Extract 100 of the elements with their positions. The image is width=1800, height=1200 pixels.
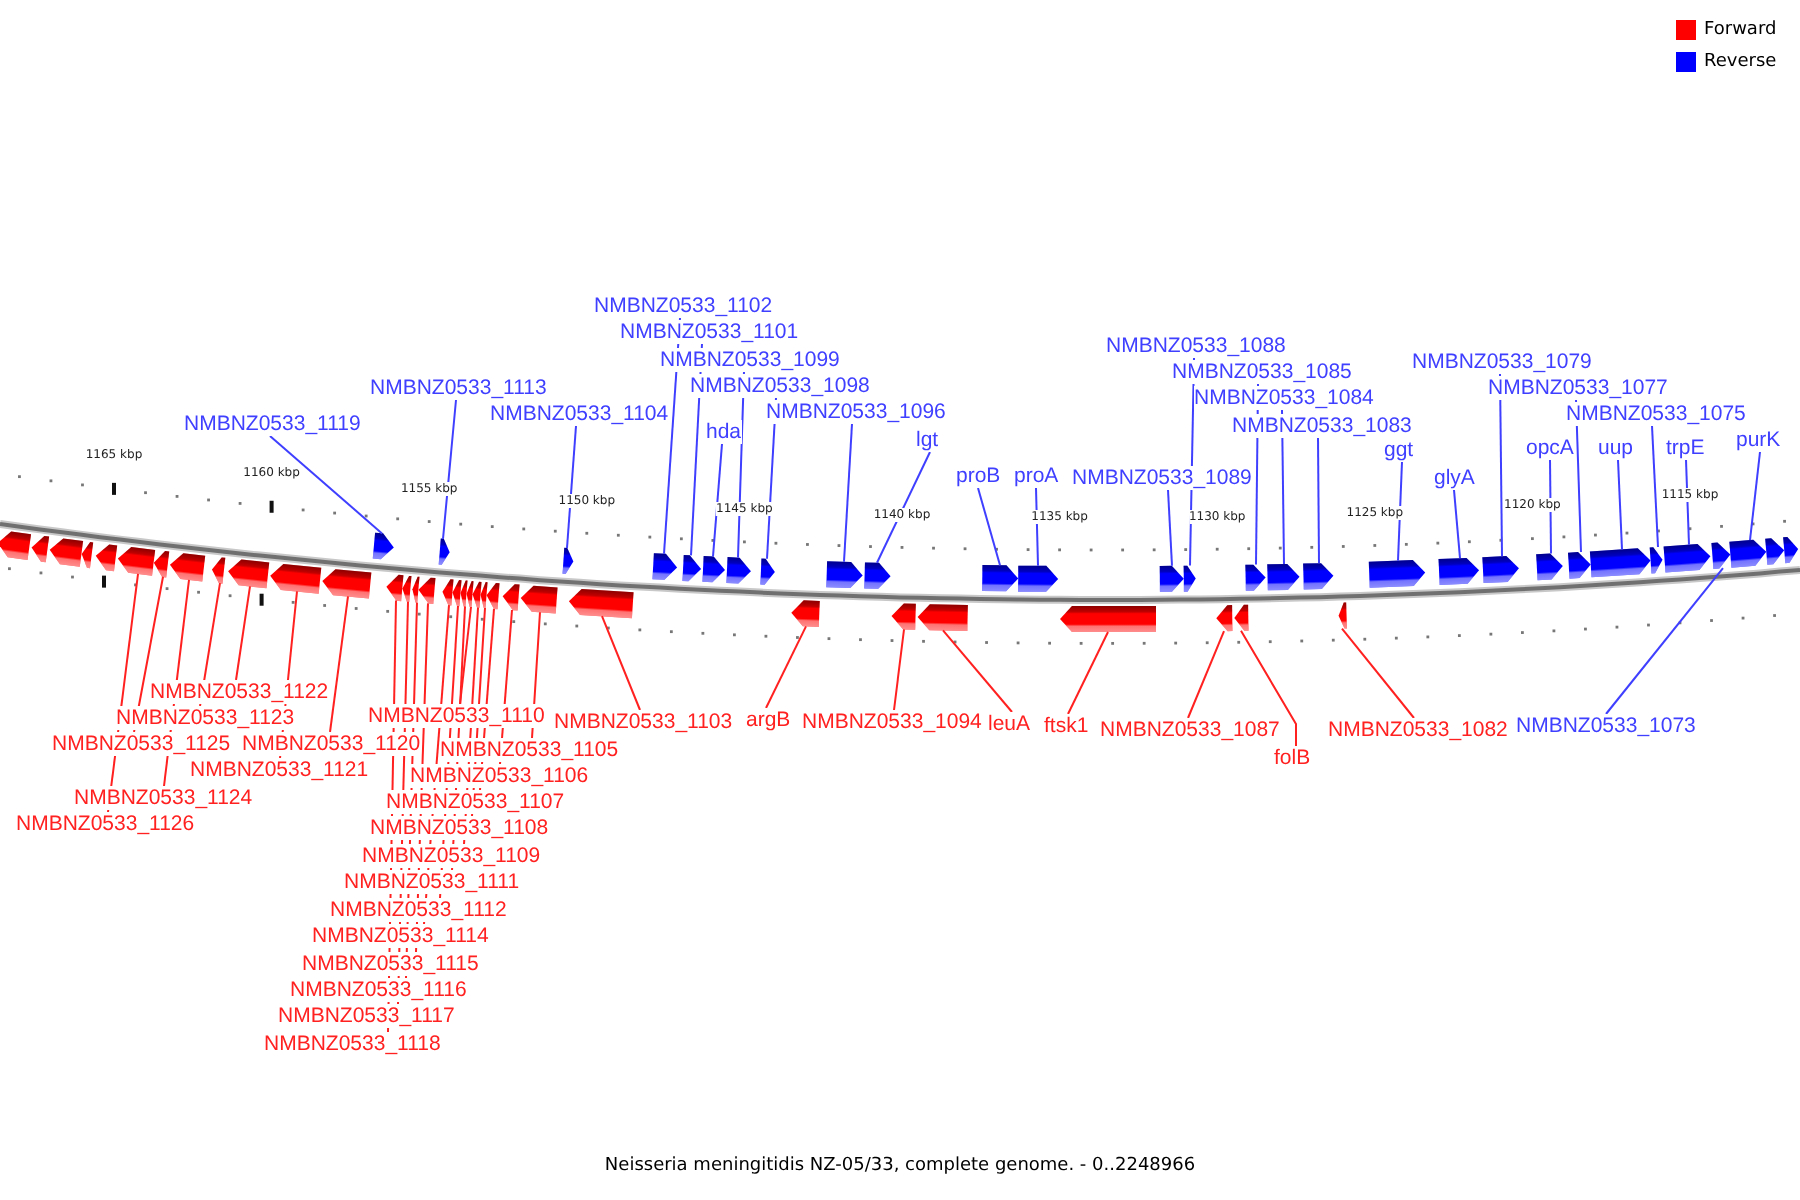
leader-line <box>1749 451 1761 542</box>
gene-block <box>1783 536 1799 564</box>
gene-label: NMBNZ0533_1115 <box>302 952 479 976</box>
gene-block <box>1060 606 1156 632</box>
gene-label: NMBNZ0533_1123 <box>116 706 295 730</box>
gene-block <box>982 564 1019 592</box>
leader-line <box>1499 373 1503 558</box>
leader-line <box>1255 383 1259 566</box>
leader-line <box>133 575 164 733</box>
gene-block <box>0 531 32 561</box>
leader-line <box>1281 409 1285 565</box>
leader-line <box>843 423 853 563</box>
gene-label: NMBNZ0533_1125 <box>52 732 231 756</box>
leader-line <box>566 425 577 549</box>
gene-label: NMBNZ0533_1088 <box>1106 334 1286 358</box>
gene-block <box>502 584 520 611</box>
gene-label: NMBNZ0533_1112 <box>330 898 507 922</box>
gene-block <box>438 538 450 565</box>
gene-block <box>442 579 454 606</box>
gene-label: folB <box>1274 746 1311 770</box>
gene-block <box>1183 565 1196 592</box>
gene-label: NMBNZ0533_1119 <box>184 412 361 436</box>
leader-line <box>1685 459 1690 546</box>
gene-block <box>1536 553 1563 581</box>
gene-label: NMBNZ0533_1101 <box>620 320 799 344</box>
gene-block <box>791 600 820 627</box>
gene-label: NMBNZ0533_1118 <box>264 1032 441 1056</box>
gene-block <box>460 580 468 607</box>
gene-block <box>418 577 436 604</box>
leader-line <box>499 609 513 765</box>
caption: Neisseria meningitidis NZ-05/33, complete genome. - 0..2248966 <box>604 1156 1196 1176</box>
gene-block <box>1159 565 1184 592</box>
gene-block <box>95 544 118 572</box>
gene-label: NMBNZ0533_1104 <box>490 402 669 426</box>
gene-label: opcA <box>1526 436 1574 460</box>
gene-block <box>652 553 678 580</box>
gene-label: proB <box>956 464 1001 488</box>
legend-label: Forward <box>1704 18 1777 42</box>
gene-label: NMBNZ0533_1116 <box>290 978 467 1002</box>
gene-label: NMBNZ0533_1107 <box>386 790 565 814</box>
gene-label: hda <box>706 420 742 444</box>
gene-label: NMBNZ0533_1126 <box>16 812 195 836</box>
leader-line <box>766 397 777 560</box>
gene-label: ggt <box>1384 438 1414 462</box>
gene-label: trpE <box>1666 436 1705 460</box>
leader-line <box>107 572 139 813</box>
gene-block <box>372 532 394 560</box>
gene-label: glyA <box>1434 466 1475 490</box>
gene-label: NMBNZ0533_1077 <box>1488 376 1668 400</box>
gene-label: NMBNZ0533_1087 <box>1100 718 1280 742</box>
gene-label: NMBNZ0533_1099 <box>660 348 840 372</box>
gene-label: leuA <box>988 712 1031 736</box>
gene-block <box>726 557 751 584</box>
gene-block <box>1234 604 1249 631</box>
leader-line <box>663 317 681 555</box>
leader-line <box>601 615 641 711</box>
gene-block <box>1438 557 1480 586</box>
gene-label: NMBNZ0533_1124 <box>74 786 253 810</box>
gene-block <box>386 574 404 602</box>
leader-line <box>1240 629 1297 747</box>
leader-line <box>942 629 1013 713</box>
gene-label: NMBNZ0533_1075 <box>1566 402 1746 426</box>
gene-label: ftsk1 <box>1044 714 1089 738</box>
gene-block <box>1568 552 1591 579</box>
gene-block <box>568 588 634 619</box>
gene-label: NMBNZ0533_1108 <box>370 816 549 840</box>
gene-block <box>480 582 488 609</box>
gene-block <box>1649 547 1663 574</box>
leader-line <box>269 435 383 535</box>
gene-label: NMBNZ0533_1114 <box>312 924 489 948</box>
gene-label: purK <box>1736 428 1781 452</box>
gene-label: NMBNZ0533_1085 <box>1172 360 1352 384</box>
gene-label: NMBNZ0533_1073 <box>1516 714 1696 738</box>
leader-line <box>690 343 703 557</box>
leader-line <box>235 585 251 681</box>
leader-line <box>893 628 905 711</box>
gene-block <box>1303 563 1334 590</box>
gene-label: NMBNZ0533_1113 <box>370 376 547 400</box>
gene-block <box>402 575 412 603</box>
gene-block <box>1368 560 1426 588</box>
leader-line <box>1317 437 1320 565</box>
gene-block <box>1338 602 1347 629</box>
gene-label: NMBNZ0533_1084 <box>1194 386 1374 410</box>
gene-block <box>270 564 322 594</box>
gene-block <box>31 535 50 563</box>
gene-label: NMBNZ0533_1121 <box>190 758 369 782</box>
leader-line <box>765 625 807 709</box>
gene-label: NMBNZ0533_1096 <box>766 400 946 424</box>
leader-line <box>1397 461 1403 562</box>
gene-label: NMBNZ0533_1109 <box>362 844 541 868</box>
gene-block <box>1216 605 1233 632</box>
gene-label: NMBNZ0533_1082 <box>1328 718 1508 742</box>
gene-block <box>472 581 482 608</box>
gene-label: NMBNZ0533_1106 <box>410 764 589 788</box>
gene-block <box>486 582 500 610</box>
gene-label: NMBNZ0533_1079 <box>1412 350 1592 374</box>
gene-block <box>1711 542 1731 569</box>
leader-line <box>712 443 723 558</box>
gene-label: NMBNZ0533_1122 <box>150 680 329 704</box>
gene-block <box>760 558 775 585</box>
